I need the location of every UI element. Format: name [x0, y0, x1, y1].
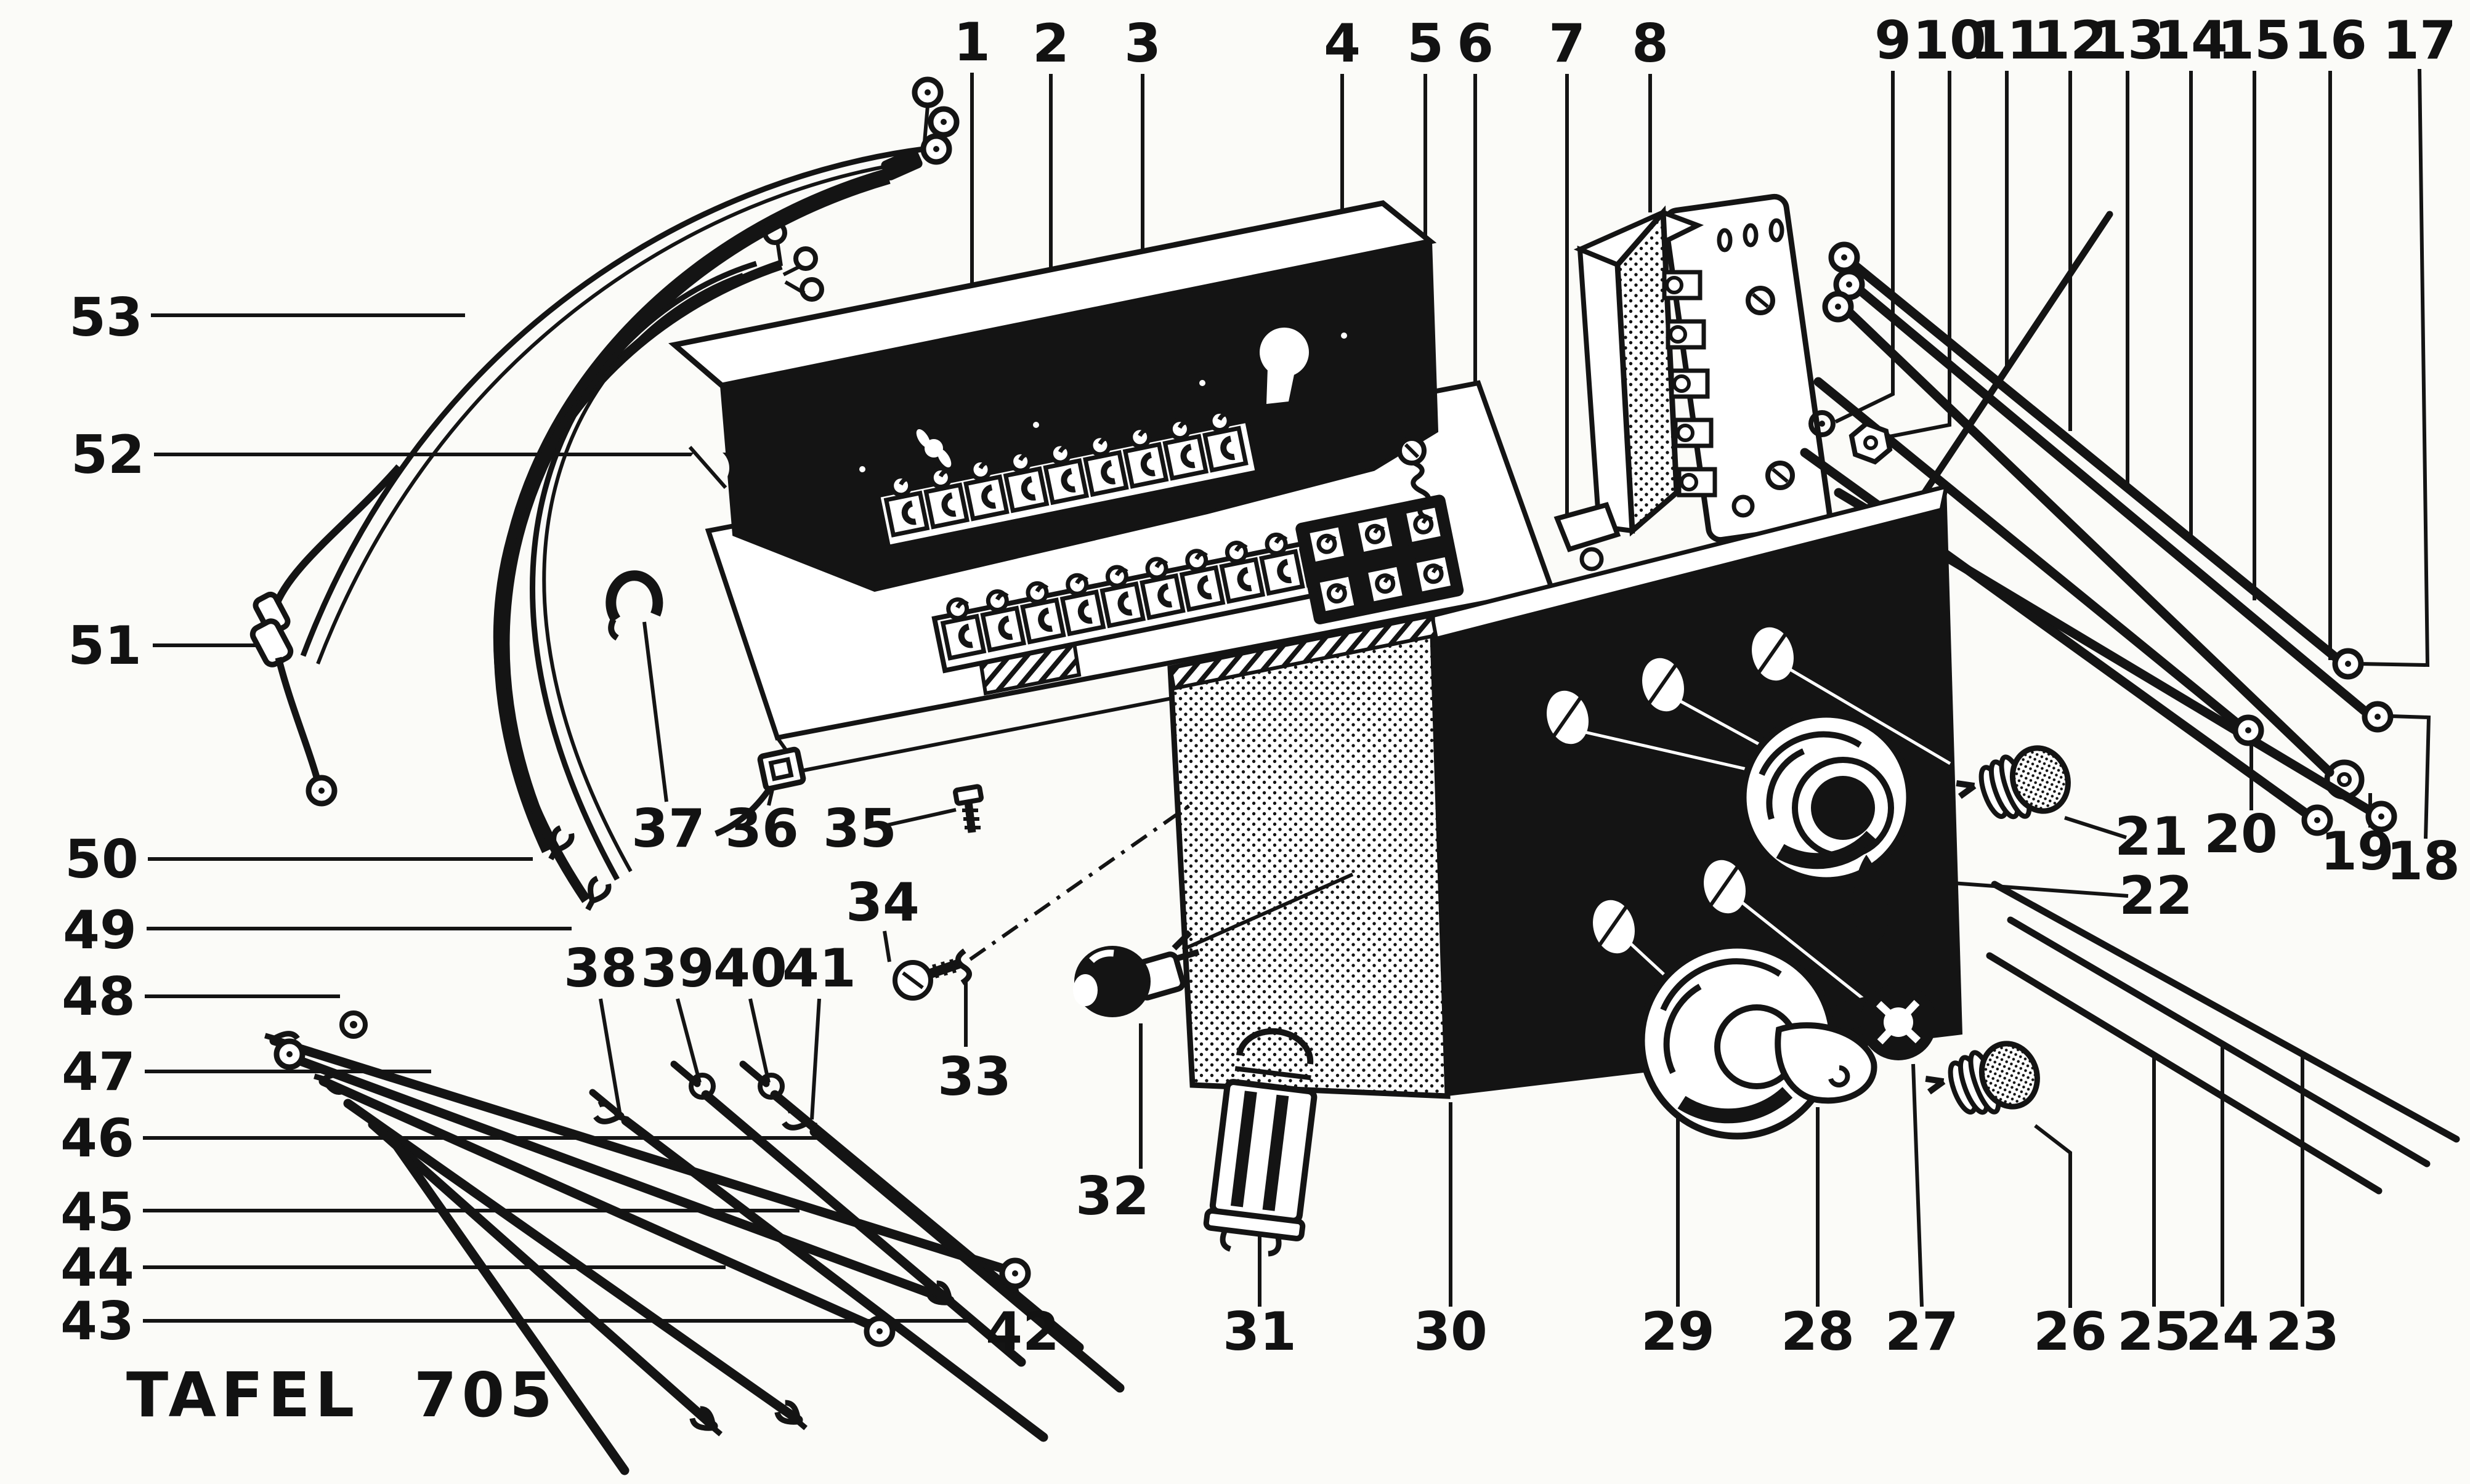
- callout-12: 12: [2033, 10, 2107, 71]
- knockout-holes: [1547, 627, 1951, 1002]
- mounting-screws: [893, 800, 1196, 1001]
- voltage-regulator: [1553, 193, 1832, 571]
- callout-36: 36: [725, 798, 799, 860]
- callout-35: 35: [823, 798, 897, 860]
- callout-19: 19: [2320, 821, 2394, 882]
- ring-terminal: [923, 136, 949, 162]
- callout-38: 38: [564, 938, 638, 999]
- callout-7: 7: [1549, 13, 1585, 75]
- callout-30: 30: [1414, 1301, 1488, 1363]
- wire-loom-upper-right: [1731, 211, 2394, 833]
- callout-33: 33: [937, 1046, 1011, 1108]
- push-button-21: [1953, 739, 2077, 837]
- ring-terminal: [931, 109, 957, 135]
- rotary-switch: [1739, 711, 1913, 941]
- callout-46: 46: [60, 1108, 134, 1169]
- callout-4: 4: [1324, 13, 1361, 75]
- callout-14: 14: [2154, 10, 2228, 71]
- junction-block: [1295, 494, 1464, 624]
- cable-51-connector: [249, 464, 402, 804]
- callout-45: 45: [60, 1182, 134, 1243]
- terminal-screw-and-spring: [1397, 436, 1431, 521]
- callout-22: 22: [2119, 865, 2193, 927]
- connector-36: [715, 746, 806, 837]
- callout-27: 27: [1885, 1301, 1959, 1363]
- callout-34: 34: [846, 872, 920, 934]
- cable-clamp-37: [605, 570, 663, 641]
- callout-49: 49: [63, 900, 137, 961]
- ring-terminal: [309, 778, 334, 804]
- callout-3: 3: [1124, 13, 1161, 75]
- callout-44: 44: [60, 1237, 134, 1299]
- horn-switch: [1638, 942, 1877, 1140]
- callout-29: 29: [1641, 1301, 1715, 1363]
- switch-housing: [1167, 483, 2460, 1195]
- callout-21: 21: [2115, 806, 2189, 868]
- callout-23: 23: [2266, 1301, 2339, 1363]
- callout-43: 43: [60, 1291, 134, 1352]
- leader-lines: [143, 68, 2431, 1323]
- callout-48: 48: [62, 966, 136, 1028]
- callout-50: 50: [65, 829, 139, 890]
- callout-13: 13: [2091, 10, 2164, 71]
- callout-28: 28: [1781, 1301, 1855, 1363]
- callout-15: 15: [2217, 10, 2291, 71]
- push-switch-32: [1073, 873, 1354, 1017]
- callout-6: 6: [1457, 13, 1494, 75]
- callout-41: 41: [782, 938, 856, 999]
- callout-17: 17: [2383, 10, 2456, 71]
- callout-32: 32: [1075, 1166, 1149, 1227]
- callout-18: 18: [2386, 831, 2460, 892]
- callout-9: 9: [1874, 10, 1911, 71]
- push-button-26: [1922, 1034, 2046, 1133]
- cable-harness-left: [249, 79, 957, 914]
- callout-37: 37: [631, 798, 705, 860]
- callout-42: 42: [986, 1301, 1059, 1363]
- callout-25: 25: [2117, 1301, 2191, 1363]
- callout-39: 39: [641, 938, 715, 999]
- callout-52: 52: [71, 424, 145, 486]
- regulator-terminal-clips: [1662, 270, 1717, 498]
- callout-2: 2: [1032, 13, 1069, 75]
- toggle-switch: [1835, 984, 1937, 1060]
- fuse-terminal-strip-upper: [875, 406, 1261, 550]
- callout-20: 20: [2204, 804, 2278, 865]
- callout-31: 31: [1223, 1301, 1297, 1363]
- callout-26: 26: [2033, 1301, 2107, 1363]
- callout-8: 8: [1632, 13, 1669, 75]
- callout-24: 24: [2185, 1301, 2259, 1363]
- plate-title: TAFEL 705: [126, 1359, 557, 1431]
- ring-terminal: [915, 79, 941, 105]
- callout-47: 47: [62, 1041, 136, 1103]
- bolt-35: [953, 784, 984, 833]
- callout-5: 5: [1407, 13, 1444, 75]
- callout-1: 1: [954, 12, 990, 73]
- callout-labels: 1 2 3 4 5 6 7 8 9 10 11 12 13 14 15 16 1…: [60, 10, 2460, 1363]
- callout-10: 10: [1913, 10, 1986, 71]
- callout-51: 51: [68, 615, 142, 677]
- callout-16: 16: [2293, 10, 2367, 71]
- callout-53: 53: [69, 287, 143, 349]
- wire-loom-lower-left: [262, 1010, 1125, 1475]
- callout-11: 11: [1970, 10, 2044, 71]
- callout-40: 40: [713, 938, 787, 999]
- fuse-cartridge: [1203, 1028, 1318, 1257]
